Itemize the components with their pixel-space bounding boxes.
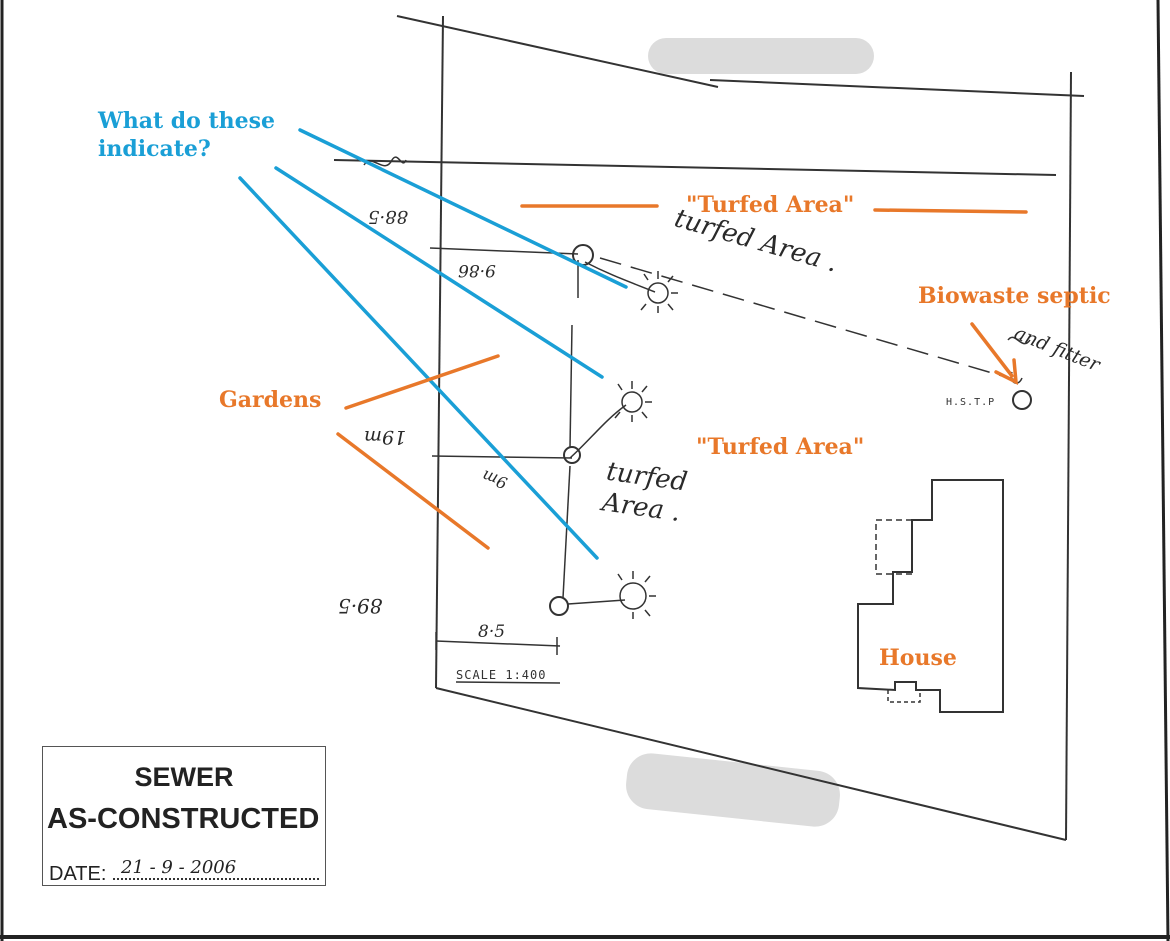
dim-label: 88·5 (368, 206, 409, 227)
stamp-title-line1: SEWER (134, 762, 234, 792)
turfed-area-annotation-top: "Turfed Area" (686, 192, 855, 218)
turfed-area-annotation-mid: "Turfed Area" (696, 434, 865, 460)
pointer-line (274, 166, 604, 379)
spreader-symbol (619, 582, 647, 610)
stamp-title-line2: AS-CONSTRUCTED (47, 803, 320, 835)
gardens-pointer (336, 432, 490, 550)
turfed-underline-right (873, 208, 1028, 214)
opening-circle (549, 596, 569, 616)
biowaste-arrowhead (994, 358, 1019, 385)
question-annotation: What do these indicate? (98, 108, 276, 162)
biowaste-arrow (970, 322, 1014, 378)
scale-label: SCALE 1:400 (456, 668, 547, 682)
dim-label: 89·5 (338, 594, 383, 618)
dim-label: 8·5 (478, 622, 506, 642)
handwritten-turfed-area: turfed Area . (600, 456, 690, 529)
house-annotation: House (879, 645, 957, 671)
blue-pointer-lines (238, 128, 628, 560)
dim-label: 19m (364, 426, 407, 448)
property-boundary (333, 15, 1085, 841)
spreader-symbol (621, 391, 643, 413)
opening-circle (563, 446, 581, 464)
pointer-line (238, 176, 599, 560)
house-footprint (857, 479, 1004, 713)
orange-pointer-lines (336, 204, 1028, 550)
gardens-annotation: Gardens (219, 387, 322, 413)
dim-label: 9·86 (458, 260, 496, 280)
spreader-symbols (614, 271, 678, 619)
biowaste-septic-annotation: Biowaste septic (918, 283, 1111, 309)
stamp-date-label: DATE: (49, 863, 107, 885)
hstp-label: H.S.T.P (946, 397, 996, 408)
as-constructed-stamp: SEWER AS-CONSTRUCTED DATE: 21 - 9 - 2006 (42, 746, 326, 886)
stamp-date-value: 21 - 9 - 2006 (113, 857, 319, 880)
spreader-symbol (647, 282, 669, 304)
pointer-line (298, 128, 628, 289)
gardens-pointer (344, 354, 500, 410)
hstp-tank-circle (1012, 390, 1032, 410)
